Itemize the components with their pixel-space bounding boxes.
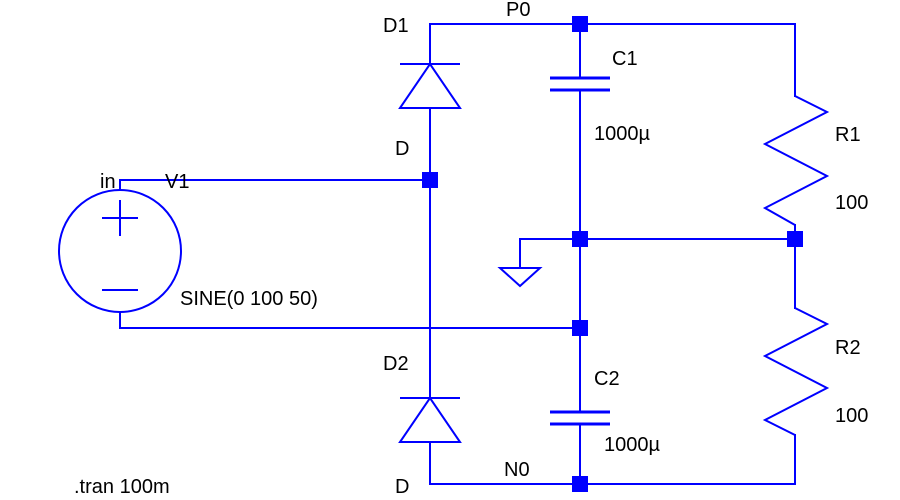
junction-return — [572, 320, 588, 336]
diode-d2-icon[interactable] — [398, 396, 462, 443]
d1-model-label[interactable]: D — [395, 138, 409, 160]
resistor-r1-icon[interactable] — [762, 95, 830, 226]
v1-value-label[interactable]: SINE(0 100 50) — [180, 288, 318, 310]
junction-in — [422, 172, 438, 188]
junctions — [422, 16, 803, 492]
c2-value-label[interactable]: 1000µ — [604, 434, 660, 456]
voltage-source-v1-icon[interactable] — [58, 189, 182, 313]
junction-n0 — [572, 476, 588, 492]
d2-name-label[interactable]: D2 — [383, 353, 409, 375]
junction-mid-res — [787, 231, 803, 247]
r1-name-label[interactable]: R1 — [835, 124, 861, 146]
c1-value-label[interactable]: 1000µ — [594, 123, 650, 145]
junction-p0 — [572, 16, 588, 32]
ground-icon[interactable] — [497, 267, 543, 288]
capacitor-c1-icon[interactable] — [550, 76, 610, 92]
d1-name-label[interactable]: D1 — [383, 15, 409, 37]
d2-model-label[interactable]: D — [395, 476, 409, 498]
wires — [119, 23, 796, 485]
net-p0-label[interactable]: P0 — [506, 0, 530, 21]
resistor-r2-icon[interactable] — [762, 307, 830, 436]
r1-value-label[interactable]: 100 — [835, 192, 868, 214]
capacitor-c2-icon[interactable] — [550, 410, 610, 426]
v1-name-label[interactable]: V1 — [165, 171, 189, 193]
r2-value-label[interactable]: 100 — [835, 405, 868, 427]
net-n0-label[interactable]: N0 — [504, 459, 530, 481]
c1-name-label[interactable]: C1 — [612, 48, 638, 70]
junction-mid-cap — [572, 231, 588, 247]
c2-name-label[interactable]: C2 — [594, 368, 620, 390]
tran-directive-label[interactable]: .tran 100m — [74, 476, 170, 498]
diode-d1-icon[interactable] — [398, 62, 462, 109]
labels: D1 D P0 C1 1000µ R1 100 in V1 SINE(0 100… — [74, 0, 868, 498]
net-in-label[interactable]: in — [100, 171, 116, 193]
r2-name-label[interactable]: R2 — [835, 337, 861, 359]
